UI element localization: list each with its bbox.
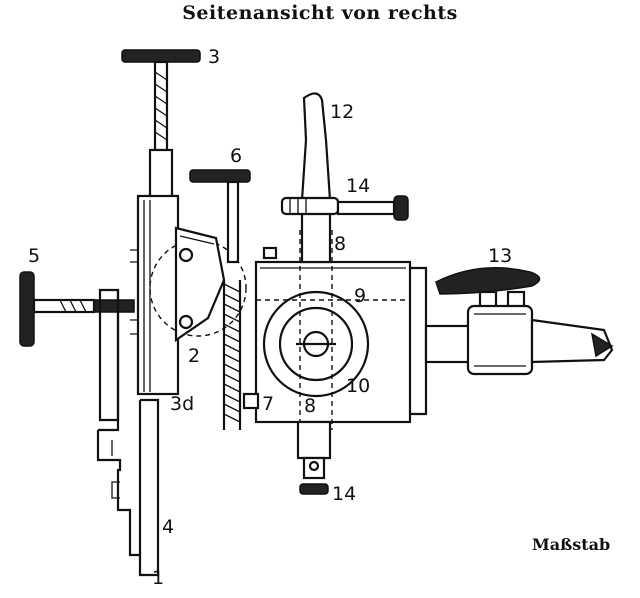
label-8-bottom: 8 xyxy=(304,395,316,417)
diagram-title: Seitenansicht von rechts xyxy=(182,2,458,24)
label-5: 5 xyxy=(28,245,40,267)
label-8-top: 8 xyxy=(334,233,346,255)
vertical-slide-3d xyxy=(136,194,180,396)
label-4: 4 xyxy=(162,516,174,538)
screw-5 xyxy=(19,271,135,347)
spring-rod xyxy=(222,280,242,430)
label-3: 3 xyxy=(208,46,220,68)
label-13: 13 xyxy=(488,245,512,267)
clamp-plate-2 xyxy=(149,226,247,343)
label-2: 2 xyxy=(188,345,200,367)
screw-14-top xyxy=(280,195,409,221)
handle-12 xyxy=(300,92,332,264)
label-3d: 3d xyxy=(170,393,194,415)
label-12: 12 xyxy=(330,101,354,123)
main-housing xyxy=(242,230,428,430)
screw-3 xyxy=(121,49,201,202)
scale-label: Maßstab xyxy=(532,535,611,554)
label-1: 1 xyxy=(152,567,164,589)
label-14-bottom: 14 xyxy=(332,483,356,505)
handwheel-13 xyxy=(424,267,614,376)
label-9: 9 xyxy=(354,285,366,307)
label-6: 6 xyxy=(230,145,242,167)
label-14-top: 14 xyxy=(346,175,370,197)
label-10: 10 xyxy=(346,375,370,397)
screw-14-bottom xyxy=(296,420,332,495)
stepped-bar-1-4 xyxy=(96,249,160,577)
knob-6 xyxy=(189,169,251,264)
label-7: 7 xyxy=(262,393,274,415)
